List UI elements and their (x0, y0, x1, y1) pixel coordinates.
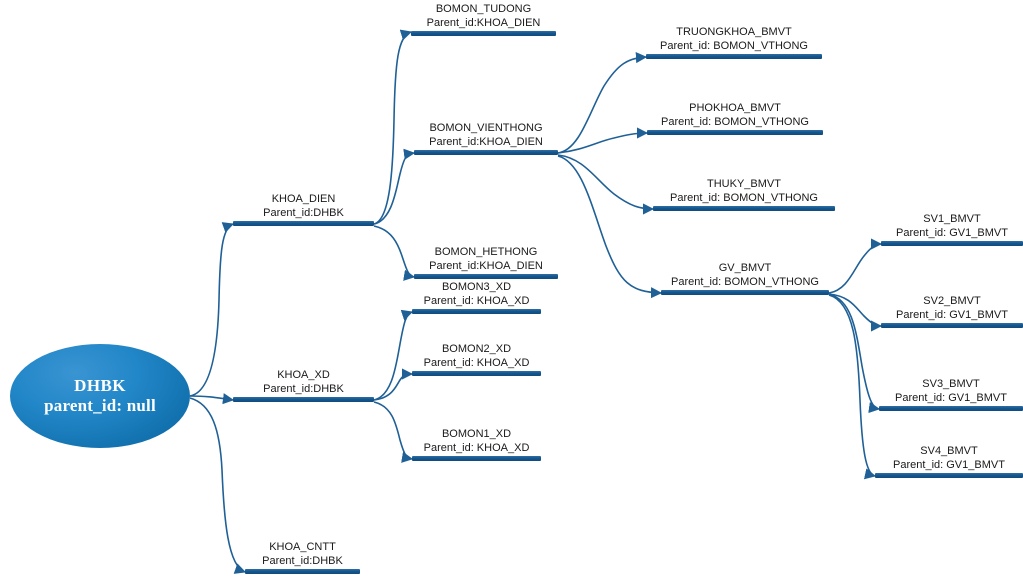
node-bomon-hethong-labels: BOMON_HETHONG Parent_id:KHOA_DIEN (414, 246, 558, 274)
node-bomon-tudong-title: BOMON_TUDONG (435, 3, 532, 16)
node-bomon1-xd[interactable]: BOMON1_XD Parent_id: KHOA_XD (412, 421, 541, 461)
node-khoa-xd-title: KHOA_XD (277, 369, 330, 382)
node-dhbk-title: DHBK (74, 375, 126, 395)
node-phokhoa-bmvt-bar (647, 130, 823, 135)
node-bomon3-xd-parent: Parent_id: KHOA_XD (423, 294, 530, 307)
node-bomon-hethong-title: BOMON_HETHONG (434, 246, 538, 259)
node-sv4-bmvt[interactable]: SV4_BMVT Parent_id: GV1_BMVT (875, 438, 1023, 478)
node-khoa-dien-labels: KHOA_DIEN Parent_id:DHBK (233, 193, 374, 221)
node-phokhoa-bmvt-parent: Parent_id: BOMON_VTHONG (661, 115, 809, 128)
node-sv1-bmvt-title: SV1_BMVT (923, 213, 981, 226)
node-bomon1-xd-title: BOMON1_XD (441, 428, 512, 441)
node-bomon2-xd-title: BOMON2_XD (441, 343, 512, 356)
node-bomon-vienthong[interactable]: BOMON_VIENTHONG Parent_id:KHOA_DIEN (414, 115, 558, 155)
node-dhbk[interactable]: DHBK parent_id: null (10, 344, 190, 448)
node-thuky-bmvt-title: THUKY_BMVT (707, 178, 781, 191)
node-bomon3-xd[interactable]: BOMON3_XD Parent_id: KHOA_XD (412, 274, 541, 314)
node-sv2-bmvt-labels: SV2_BMVT Parent_id: GV1_BMVT (881, 295, 1023, 323)
node-khoa-cntt-parent: Parent_id:DHBK (262, 554, 343, 567)
node-bomon-hethong-bar (414, 274, 558, 279)
node-gv-bmvt-labels: GV_BMVT Parent_id: BOMON_VTHONG (661, 262, 829, 290)
node-bomon2-xd[interactable]: BOMON2_XD Parent_id: KHOA_XD (412, 336, 541, 376)
node-bomon3-xd-title: BOMON3_XD (441, 281, 512, 294)
node-khoa-xd[interactable]: KHOA_XD Parent_id:DHBK (233, 362, 374, 402)
node-bomon3-xd-labels: BOMON3_XD Parent_id: KHOA_XD (412, 281, 541, 309)
node-dhbk-parent: parent_id: null (44, 396, 156, 415)
node-bomon1-xd-parent: Parent_id: KHOA_XD (423, 441, 530, 454)
node-bomon-vienthong-title: BOMON_VIENTHONG (429, 122, 543, 135)
node-truongkhoa-bmvt-labels: TRUONGKHOA_BMVT Parent_id: BOMON_VTHONG (646, 26, 822, 54)
node-bomon1-xd-labels: BOMON1_XD Parent_id: KHOA_XD (412, 428, 541, 456)
node-bomon-tudong-labels: BOMON_TUDONG Parent_id:KHOA_DIEN (411, 3, 556, 31)
node-sv2-bmvt-bar (881, 323, 1023, 328)
node-sv1-bmvt-parent: Parent_id: GV1_BMVT (896, 226, 1008, 239)
node-bomon-vienthong-bar (414, 150, 558, 155)
node-phokhoa-bmvt[interactable]: PHOKHOA_BMVT Parent_id: BOMON_VTHONG (647, 95, 823, 135)
node-bomon-vienthong-parent: Parent_id:KHOA_DIEN (429, 135, 543, 148)
node-sv3-bmvt-bar (879, 406, 1023, 411)
node-sv4-bmvt-title: SV4_BMVT (920, 445, 978, 458)
node-sv2-bmvt-parent: Parent_id: GV1_BMVT (896, 308, 1008, 321)
node-bomon-hethong[interactable]: BOMON_HETHONG Parent_id:KHOA_DIEN (414, 239, 558, 279)
node-sv3-bmvt-labels: SV3_BMVT Parent_id: GV1_BMVT (879, 378, 1023, 406)
node-phokhoa-bmvt-labels: PHOKHOA_BMVT Parent_id: BOMON_VTHONG (647, 102, 823, 130)
node-thuky-bmvt-bar (653, 206, 835, 211)
node-sv2-bmvt[interactable]: SV2_BMVT Parent_id: GV1_BMVT (881, 288, 1023, 328)
node-bomon-tudong[interactable]: BOMON_TUDONG Parent_id:KHOA_DIEN (411, 0, 556, 36)
node-thuky-bmvt-parent: Parent_id: BOMON_VTHONG (670, 191, 818, 204)
node-sv4-bmvt-parent: Parent_id: GV1_BMVT (893, 458, 1005, 471)
node-bomon-tudong-bar (411, 31, 556, 36)
node-khoa-cntt-labels: KHOA_CNTT Parent_id:DHBK (245, 541, 360, 569)
node-bomon2-xd-labels: BOMON2_XD Parent_id: KHOA_XD (412, 343, 541, 371)
node-bomon2-xd-bar (412, 371, 541, 376)
node-khoa-dien-title: KHOA_DIEN (271, 193, 336, 206)
node-sv1-bmvt-labels: SV1_BMVT Parent_id: GV1_BMVT (881, 213, 1023, 241)
node-khoa-dien[interactable]: KHOA_DIEN Parent_id:DHBK (233, 186, 374, 226)
node-gv-bmvt[interactable]: GV_BMVT Parent_id: BOMON_VTHONG (661, 255, 829, 295)
node-sv3-bmvt-parent: Parent_id: GV1_BMVT (895, 391, 1007, 404)
node-khoa-xd-bar (233, 397, 374, 402)
node-gv-bmvt-title: GV_BMVT (718, 262, 772, 275)
node-bomon2-xd-parent: Parent_id: KHOA_XD (423, 356, 530, 369)
node-khoa-cntt[interactable]: KHOA_CNTT Parent_id:DHBK (245, 534, 360, 574)
node-bomon-tudong-parent: Parent_id:KHOA_DIEN (426, 16, 541, 29)
node-khoa-xd-labels: KHOA_XD Parent_id:DHBK (233, 369, 374, 397)
node-bomon1-xd-bar (412, 456, 541, 461)
node-khoa-xd-parent: Parent_id:DHBK (263, 382, 344, 395)
node-khoa-dien-bar (233, 221, 374, 226)
node-truongkhoa-bmvt-parent: Parent_id: BOMON_VTHONG (660, 39, 808, 52)
node-phokhoa-bmvt-title: PHOKHOA_BMVT (689, 102, 781, 115)
node-sv3-bmvt[interactable]: SV3_BMVT Parent_id: GV1_BMVT (879, 371, 1023, 411)
node-truongkhoa-bmvt-title: TRUONGKHOA_BMVT (676, 26, 792, 39)
node-sv2-bmvt-title: SV2_BMVT (923, 295, 981, 308)
node-khoa-cntt-bar (245, 569, 360, 574)
node-sv4-bmvt-labels: SV4_BMVT Parent_id: GV1_BMVT (875, 445, 1023, 473)
node-sv4-bmvt-bar (875, 473, 1023, 478)
node-sv1-bmvt[interactable]: SV1_BMVT Parent_id: GV1_BMVT (881, 206, 1023, 246)
node-bomon3-xd-bar (412, 309, 541, 314)
node-thuky-bmvt[interactable]: THUKY_BMVT Parent_id: BOMON_VTHONG (653, 171, 835, 211)
node-bomon-vienthong-labels: BOMON_VIENTHONG Parent_id:KHOA_DIEN (414, 122, 558, 150)
node-truongkhoa-bmvt[interactable]: TRUONGKHOA_BMVT Parent_id: BOMON_VTHONG (646, 19, 822, 59)
node-sv3-bmvt-title: SV3_BMVT (922, 378, 980, 391)
node-gv-bmvt-parent: Parent_id: BOMON_VTHONG (671, 275, 819, 288)
node-truongkhoa-bmvt-bar (646, 54, 822, 59)
node-sv1-bmvt-bar (881, 241, 1023, 246)
node-khoa-dien-parent: Parent_id:DHBK (263, 206, 344, 219)
node-gv-bmvt-bar (661, 290, 829, 295)
node-thuky-bmvt-labels: THUKY_BMVT Parent_id: BOMON_VTHONG (653, 178, 835, 206)
node-bomon-hethong-parent: Parent_id:KHOA_DIEN (429, 259, 543, 272)
node-khoa-cntt-title: KHOA_CNTT (269, 541, 336, 554)
